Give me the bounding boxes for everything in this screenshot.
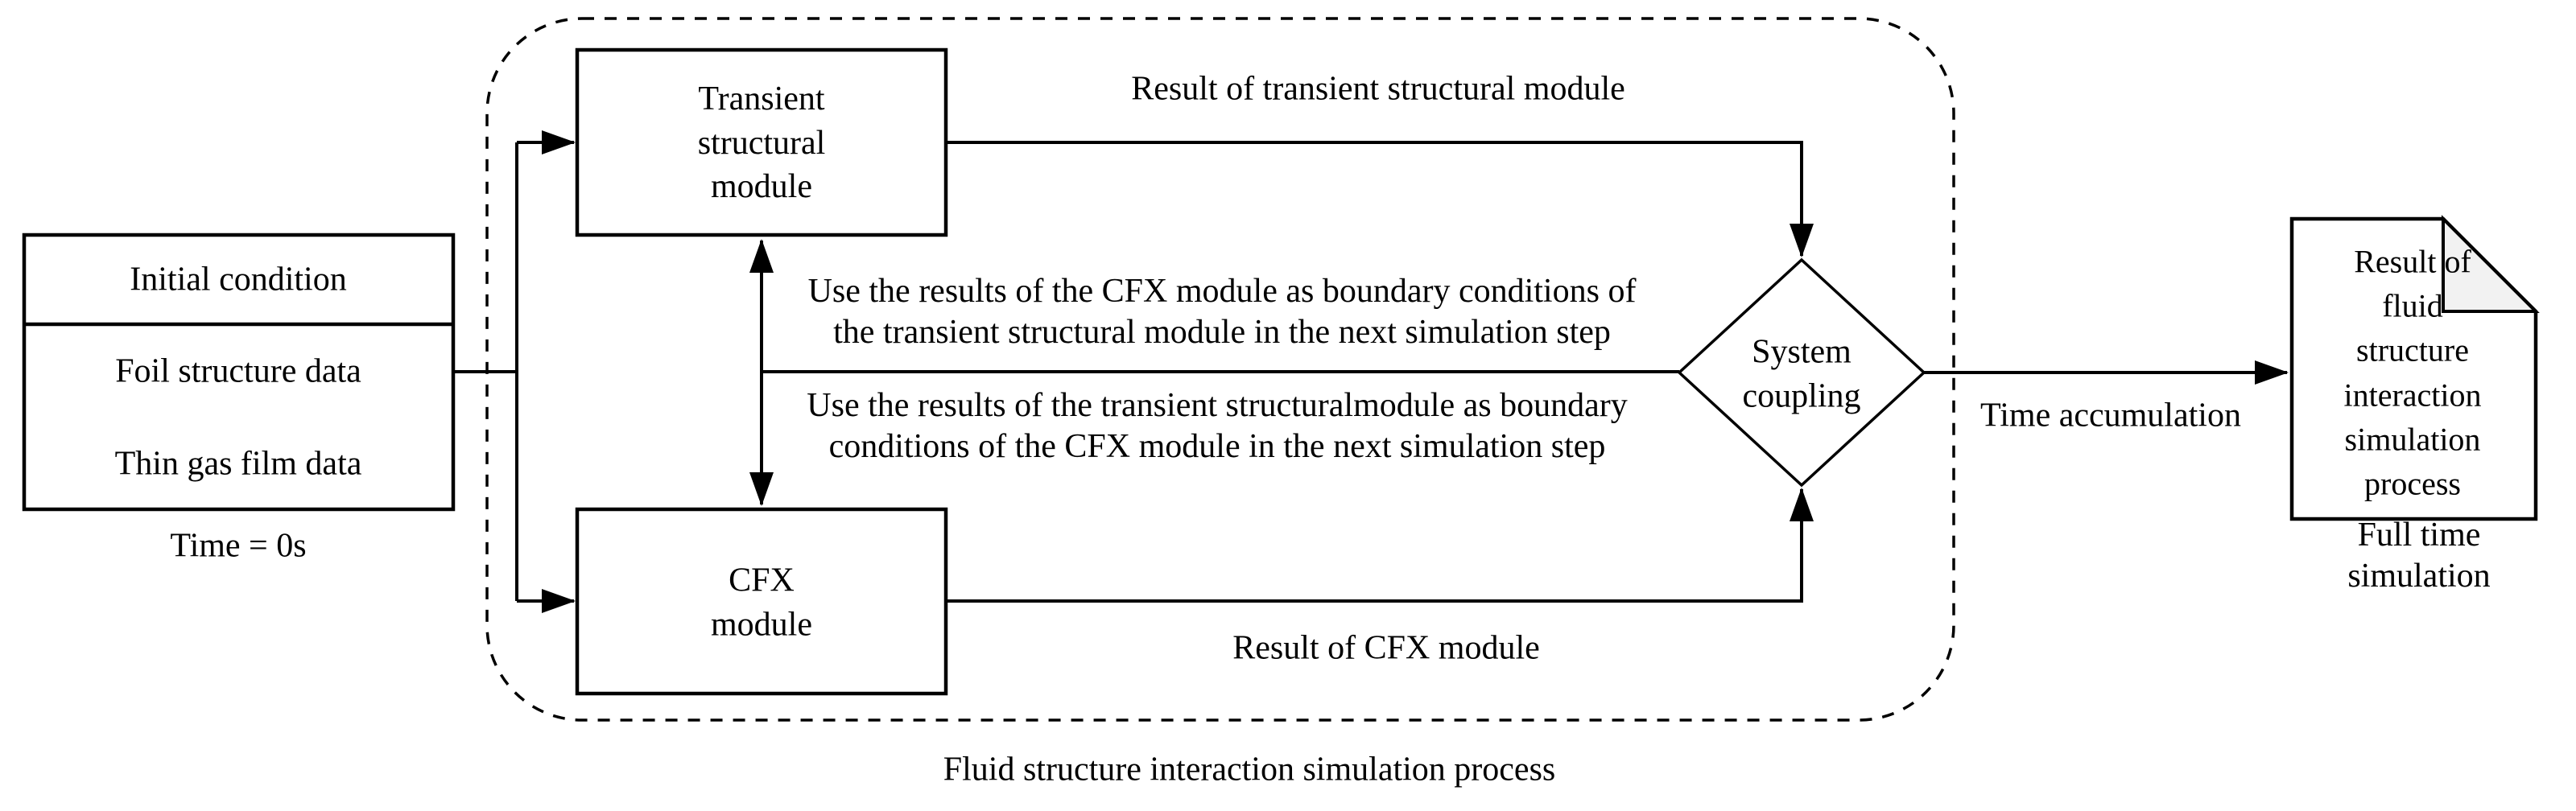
initial-item-thin-gas-film: Thin gas film data: [114, 445, 362, 483]
initial-item-foil-structure: Foil structure data: [115, 352, 361, 390]
result-document-fold-corner: [2442, 215, 2540, 313]
cfx-module-label: CFX module: [711, 562, 812, 643]
system-coupling-diamond: [1677, 257, 1926, 488]
process-boundary-dashed-box: [485, 17, 1955, 722]
cfx-to-structural-exchange-text: Use the results of the CFX module as bou…: [807, 272, 1637, 351]
result-of-transient-label: Result of transient structural module: [1131, 70, 1625, 108]
transient-structural-module-box: [575, 47, 948, 237]
result-document-label: Result of fluid structure interaction si…: [2343, 243, 2482, 502]
connector-cfx-result-arrow: [946, 488, 1814, 603]
initial-condition-box: [22, 233, 456, 512]
process-caption: Fluid structure interaction simulation p…: [943, 751, 1556, 788]
result-of-cfx-label: Result of CFX module: [1232, 629, 1540, 667]
connector-transient-result-arrow: [946, 141, 1814, 257]
full-time-simulation-caption: Full time simulation: [2347, 516, 2491, 595]
system-coupling-label: System coupling: [1742, 333, 1861, 414]
transient-structural-module-label: Transient structural module: [697, 80, 826, 206]
structural-to-cfx-exchange-text: Use the results of the transient structu…: [807, 386, 1628, 465]
initial-condition-header: Initial condition: [130, 261, 347, 298]
time-zero-caption: Time = 0s: [170, 527, 307, 565]
time-accumulation-label: Time accumulation: [1980, 397, 2241, 434]
